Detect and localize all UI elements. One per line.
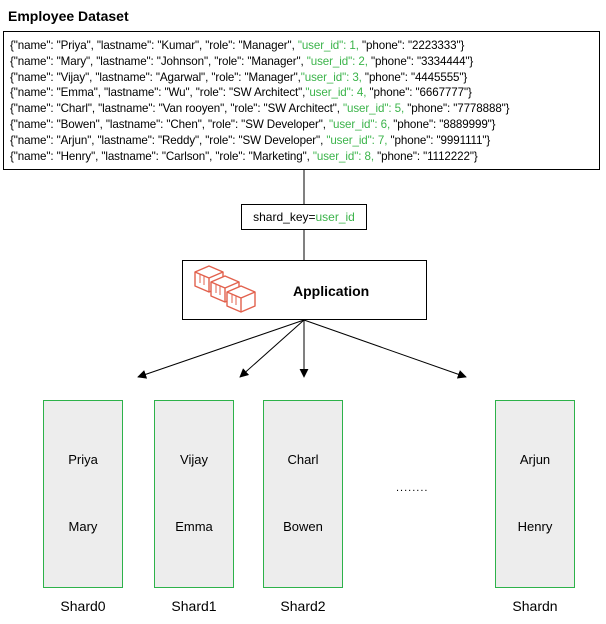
shard-item: Henry xyxy=(517,519,553,534)
record-line: {"name": "Priya", "lastname": "Kumar", "… xyxy=(10,38,599,54)
record-text: "phone": "8889999"} xyxy=(390,117,496,131)
record-line: {"name": "Bowen", "lastname": "Chen", "r… xyxy=(10,117,599,133)
application-label: Application xyxy=(293,283,370,299)
shard-n-box: Arjun Henry xyxy=(495,400,575,588)
record-text: {"name": "Arjun", "lastname": "Reddy", "… xyxy=(10,133,327,147)
shard-2-label: Shard2 xyxy=(280,598,326,614)
more-shards-ellipsis: ........ xyxy=(396,482,429,494)
record-line: {"name": "Henry", "lastname": "Carlson",… xyxy=(10,149,599,165)
diagram-title: Employee Dataset xyxy=(8,8,129,24)
shard-0-label: Shard0 xyxy=(60,598,106,614)
record-text: "phone": "9991111"} xyxy=(387,133,491,147)
arrow-to-shard0 xyxy=(137,319,305,379)
record-text: "phone": "1112222"} xyxy=(373,149,478,163)
record-text: "phone": "2223333"} xyxy=(358,39,465,52)
record-text: "phone": "3334444"} xyxy=(367,54,474,68)
record-user-id: "user_id": 8, xyxy=(312,149,374,163)
record-user-id: "user_id": 7, xyxy=(326,133,388,147)
shard-1-label: Shard1 xyxy=(171,598,217,614)
shard-key-box: shard_key=user_id xyxy=(241,204,367,230)
shard-item: Emma xyxy=(175,519,213,534)
record-user-id: "user_id": 3, xyxy=(300,70,362,84)
shard-item: Charl xyxy=(287,452,319,467)
shard-item: Bowen xyxy=(283,519,323,534)
shard-n-label: Shardn xyxy=(512,598,558,614)
record-user-id: "user_id": 2, xyxy=(306,54,368,68)
shard-1-box: Vijay Emma xyxy=(154,400,234,588)
record-user-id: "user_id": 4, xyxy=(305,86,367,100)
record-text: "phone": "4445555"} xyxy=(361,70,468,84)
shard-0-box: Priya Mary xyxy=(43,400,123,588)
record-text: {"name": "Mary", "lastname": "Johnson", … xyxy=(10,54,307,68)
record-text: {"name": "Priya", "lastname": "Kumar", "… xyxy=(10,39,298,52)
arrow-to-shard1 xyxy=(239,319,305,378)
record-user-id: "user_id": 6, xyxy=(329,117,391,131)
employee-dataset-box: {"name": "Priya", "lastname": "Kumar", "… xyxy=(3,31,600,170)
shard-key-value: user_id xyxy=(315,210,355,224)
record-line: {"name": "Arjun", "lastname": "Reddy", "… xyxy=(10,133,599,149)
shard-key-label: shard_key= xyxy=(253,210,316,224)
stacked-cubes-icon xyxy=(194,265,256,313)
record-user-id: "user_id": 5, xyxy=(343,102,405,116)
shard-item: Mary xyxy=(68,519,98,534)
record-user-id: "user_id": 1, xyxy=(297,39,359,52)
shard-item: Arjun xyxy=(519,452,551,467)
record-line: {"name": "Vijay", "lastname": "Agarwal",… xyxy=(10,70,599,86)
record-text: {"name": "Henry", "lastname": "Carlson",… xyxy=(10,149,313,163)
arrow-to-shardn xyxy=(303,319,467,379)
shard-item: Vijay xyxy=(180,452,208,467)
record-text: {"name": "Bowen", "lastname": "Chen", "r… xyxy=(10,117,329,131)
record-line: {"name": "Mary", "lastname": "Johnson", … xyxy=(10,54,599,70)
record-text: "phone": "7778888"} xyxy=(404,102,510,116)
record-line: {"name": "Emma", "lastname": "Wu", "role… xyxy=(10,85,599,101)
record-text: {"name": "Emma", "lastname": "Wu", "role… xyxy=(10,86,306,100)
record-text: {"name": "Charl", "lastname": "Van rooye… xyxy=(10,102,343,116)
shard-2-box: Charl Bowen xyxy=(263,400,343,588)
application-box: Application xyxy=(182,260,427,320)
record-text: "phone": "6667777"} xyxy=(366,86,472,100)
shard-item: Priya xyxy=(68,452,98,467)
record-line: {"name": "Charl", "lastname": "Van rooye… xyxy=(10,101,599,117)
record-text: {"name": "Vijay", "lastname": "Agarwal",… xyxy=(10,70,301,84)
